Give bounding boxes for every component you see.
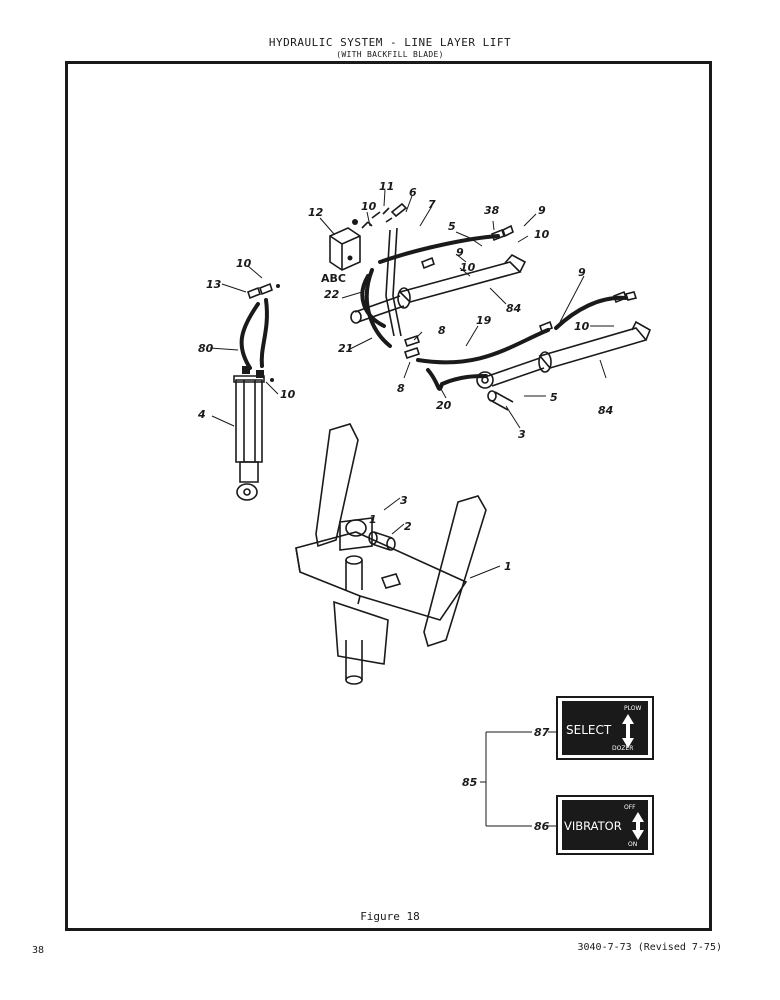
valve-marking: ABC — [321, 272, 346, 285]
callout-10: 10 — [236, 257, 252, 270]
figure-caption: Figure 18 — [360, 910, 420, 923]
steel-tube — [385, 227, 402, 337]
callout-87: 87 — [534, 726, 550, 739]
callout-4: 4 — [197, 408, 206, 421]
callout-84: 84 — [598, 404, 613, 417]
callout-85: 85 — [462, 776, 478, 789]
cylinder-fittings — [247, 282, 280, 382]
control-valve: ABC — [321, 227, 361, 285]
up-down-arrow-icon — [622, 714, 634, 748]
callout-5: 5 — [448, 220, 456, 233]
vibrator-plate-bottom: ON — [628, 841, 637, 848]
document-number: 3040-7-73 (Revised 7-75) — [577, 942, 723, 953]
callout-38: 38 — [484, 204, 500, 217]
callout-21: 21 — [338, 342, 353, 355]
page-subtitle: (WITH BACKFILL BLADE) — [336, 50, 444, 59]
hose-upper — [378, 234, 500, 264]
callout-10: 10 — [534, 228, 550, 241]
hose-80-b — [259, 298, 269, 368]
hose-right — [554, 295, 628, 330]
plow-frame — [295, 423, 487, 685]
callout-80: 80 — [198, 342, 214, 355]
hose-20 — [426, 368, 488, 391]
callout-2: 2 — [404, 520, 412, 533]
callout-19: 19 — [476, 314, 492, 327]
select-plate-label: SELECT — [566, 723, 612, 737]
callout-22: 22 — [324, 288, 340, 301]
select-plate-bottom: DOZER — [612, 745, 633, 752]
hose-19 — [416, 328, 550, 365]
callout-86: 86 — [534, 820, 550, 833]
callout-1: 1 — [504, 560, 512, 573]
hose-22 — [360, 274, 386, 328]
callout-3: 3 — [518, 428, 526, 441]
lift-cylinder-upper — [350, 253, 527, 324]
fittings — [403, 224, 638, 360]
callout-3: 3 — [400, 494, 408, 507]
up-down-arrow-icon — [632, 812, 644, 840]
select-plate-top: PLOW — [624, 705, 641, 712]
callout-6: 6 — [409, 186, 417, 199]
callout-13: 13 — [206, 278, 222, 291]
page-title: HYDRAULIC SYSTEM - LINE LAYER LIFT — [268, 36, 512, 49]
callouts: 12 10 11 6 7 5 38 9 10 9 10 22 84 10 13 … — [197, 180, 613, 573]
callout-10: 10 — [574, 320, 590, 333]
decal-bracket: 85 87 86 — [462, 726, 558, 833]
callout-12: 12 — [308, 206, 324, 219]
callout-20: 20 — [436, 399, 452, 412]
callout-10: 10 — [280, 388, 296, 401]
callout-8: 8 — [397, 382, 405, 395]
callout-11: 11 — [379, 180, 394, 193]
vibrator-plate-label: VIBRATOR — [564, 819, 622, 833]
page-number: 38 — [32, 945, 45, 956]
pin-2 — [368, 531, 396, 551]
callout-7: 7 — [428, 198, 436, 211]
callout-10: 10 — [361, 200, 377, 213]
figure-frame — [65, 61, 712, 931]
callout-9: 9 — [538, 204, 546, 217]
pin-5 — [487, 390, 514, 411]
callout-84: 84 — [506, 302, 521, 315]
callout-8: 8 — [438, 324, 446, 337]
vibrator-plate: VIBRATOR OFF ON — [556, 795, 654, 855]
callout-5: 5 — [550, 391, 558, 404]
callout-1: 1 — [369, 513, 377, 526]
lift-cylinder-lower — [476, 320, 652, 389]
vibrator-plate-top: OFF — [624, 804, 636, 811]
callout-10: 10 — [460, 261, 476, 274]
callout-9: 9 — [578, 266, 586, 279]
hose-80-a — [239, 302, 260, 370]
leader-lines — [209, 189, 614, 579]
blade-cylinder — [233, 366, 265, 501]
select-plate: SELECT PLOW DOZER — [556, 696, 654, 760]
callout-9: 9 — [456, 246, 464, 259]
